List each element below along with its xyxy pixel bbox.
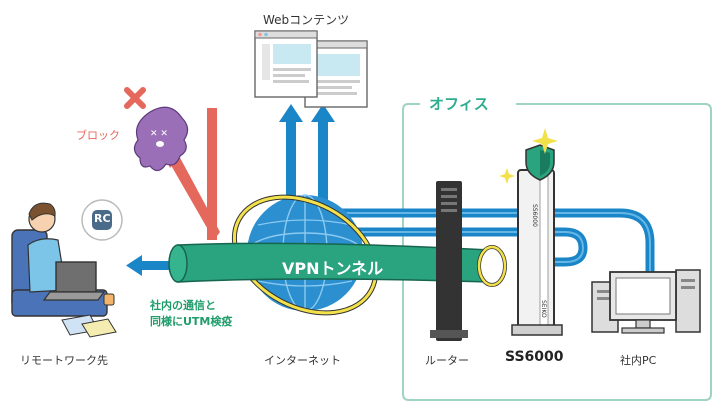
router-device	[430, 181, 468, 341]
utm-note-line2: 同様にUTM検疫	[150, 315, 233, 328]
ss6000-device	[511, 169, 563, 336]
orbit-rings	[231, 194, 379, 316]
remote-worker	[11, 199, 123, 338]
device-brand: SEIKO	[540, 300, 547, 318]
office-pipes	[295, 208, 655, 280]
office-title: オフィス	[429, 95, 489, 113]
block-label: ブロック	[76, 129, 120, 142]
ss6000-label: SS6000	[505, 349, 564, 365]
office-frame	[402, 103, 712, 401]
office-pc	[591, 269, 701, 334]
remote-work-label: リモートワーク先	[20, 354, 108, 367]
malware-monster: ✕ ✕	[124, 87, 189, 172]
web-contents-label: Webコンテンツ	[263, 13, 350, 27]
router-label: ルーター	[425, 354, 469, 367]
web-contents-windows	[254, 30, 368, 108]
office-pc-label: 社内PC	[620, 354, 657, 367]
shield-icon	[499, 128, 558, 184]
utm-note-line1: 社内の通信と	[150, 299, 216, 312]
vpn-tunnel	[168, 242, 507, 287]
arrow-to-remote	[126, 255, 178, 276]
vpn-tunnel-label: VPNトンネル	[282, 259, 384, 278]
arrows-to-web	[279, 104, 335, 214]
internet-label: インターネット	[264, 354, 341, 367]
svg-text:✕ ✕: ✕ ✕	[150, 129, 168, 139]
device-vertical-text: SS6000	[531, 204, 538, 227]
rc-badge-label: RC	[94, 212, 111, 225]
